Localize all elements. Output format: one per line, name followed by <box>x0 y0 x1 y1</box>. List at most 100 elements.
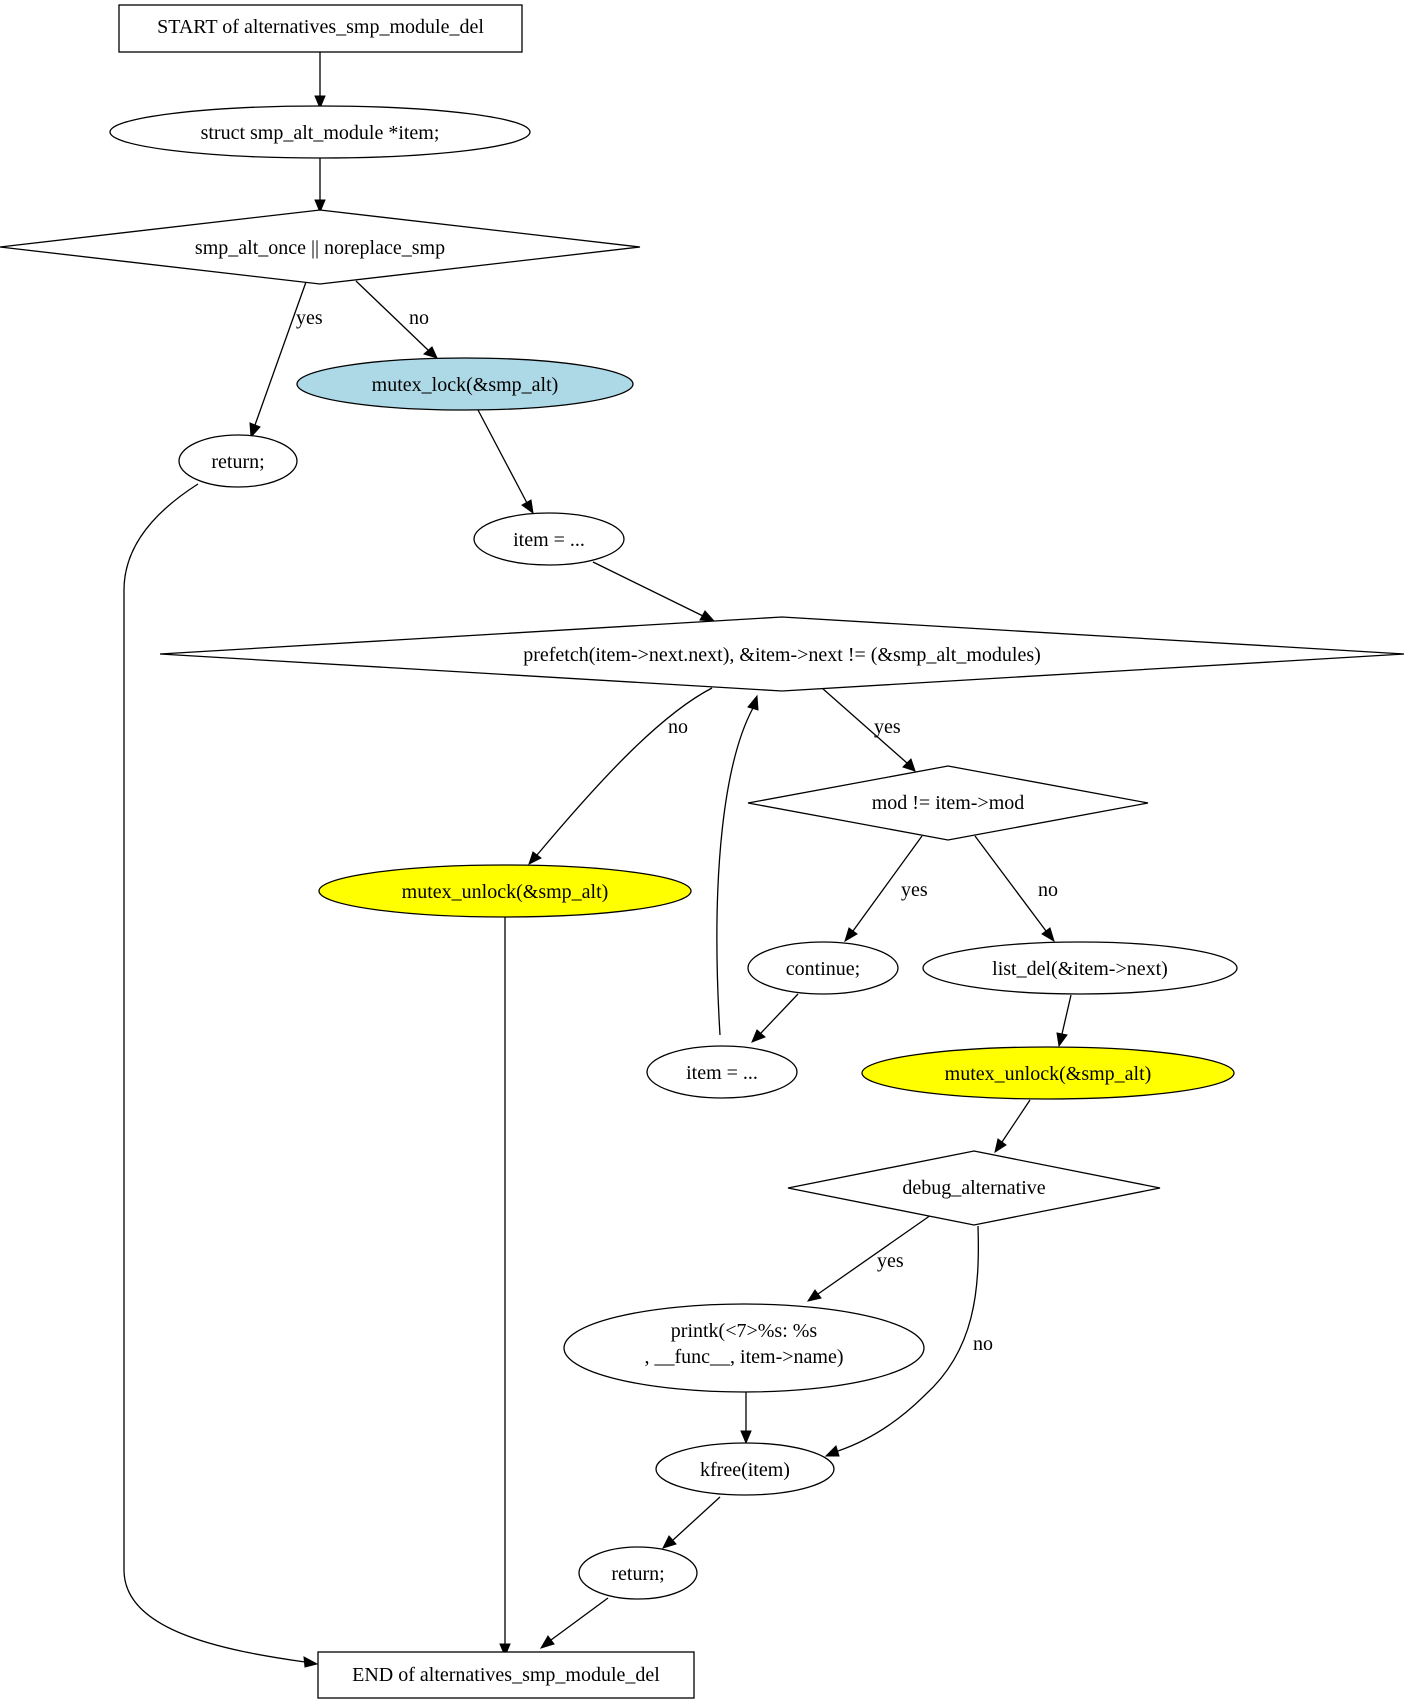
node-loop: prefetch(item->next.next), &item->next !… <box>159 616 1405 692</box>
node-loop-shape <box>159 616 1405 692</box>
node-unlock2-shape <box>861 1046 1235 1100</box>
node-cond2: mod != item->mod <box>747 765 1149 841</box>
edge-cond2-to-continue-arrow <box>844 927 858 943</box>
edge-loop-to-unlock1-arrow <box>528 851 542 865</box>
node-kfree-shape <box>655 1442 835 1496</box>
node-continue-label: continue; <box>786 958 860 980</box>
node-unlock1: mutex_unlock(&smp_alt) <box>318 864 692 918</box>
node-printk-label-line2: , __func__, item->name) <box>645 1346 844 1368</box>
node-continue: continue; <box>747 941 899 995</box>
edge-return2-to-end-arrow <box>539 1635 555 1649</box>
node-return2-shape <box>578 1546 698 1600</box>
edge-label-debug-yes: yes <box>877 1250 904 1272</box>
node-start-shape <box>118 4 523 53</box>
edge-incr-to-loop <box>716 707 754 1036</box>
edge-cond2-to-listdel <box>974 835 1047 932</box>
edge-kfree-to-return2-arrow <box>662 1535 677 1549</box>
node-incr: item = ... <box>646 1045 798 1099</box>
edge-label-debug-no: no <box>973 1333 993 1355</box>
node-return2: return; <box>578 1546 698 1600</box>
edge-label-cond2-no: no <box>1038 879 1058 901</box>
node-decl-shape <box>109 105 531 159</box>
node-return2-label: return; <box>611 1563 664 1585</box>
edge-label-loop-yes: yes <box>874 716 901 738</box>
node-listdel-label: list_del(&item->next) <box>992 958 1168 980</box>
edge-listdel-to-unlock2-arrow <box>1056 1032 1068 1048</box>
edge-continue-to-incr-arrow <box>751 1029 766 1043</box>
nodes: START of alternatives_smp_module_del str… <box>0 4 1405 1699</box>
node-continue-shape <box>747 941 899 995</box>
node-init: item = ... <box>473 512 625 566</box>
node-cond1-shape <box>0 209 641 285</box>
edge-init-to-loop <box>592 561 704 617</box>
edge-printk-to-kfree-arrow <box>740 1430 752 1445</box>
edge-label-loop-no: no <box>668 716 688 738</box>
node-debug-label: debug_alternative <box>902 1177 1045 1199</box>
node-incr-shape <box>646 1045 798 1099</box>
edge-debug-to-printk <box>817 1214 932 1295</box>
edge-cond1-to-lock-arrow <box>422 346 438 359</box>
node-cond1: smp_alt_once || noreplace_smp <box>0 209 641 285</box>
node-lock: mutex_lock(&smp_alt) <box>296 357 634 411</box>
edge-incr-to-loop-arrow <box>747 694 759 711</box>
node-kfree: kfree(item) <box>655 1442 835 1496</box>
node-start: START of alternatives_smp_module_del <box>118 4 523 53</box>
node-init-shape <box>473 512 625 566</box>
edge-return2-to-end <box>550 1597 609 1641</box>
edge-unlock1-to-end-arrow <box>499 1643 511 1658</box>
edges <box>123 52 1072 1668</box>
node-loop-label: prefetch(item->next.next), &item->next !… <box>523 644 1041 666</box>
node-end: END of alternatives_smp_module_del <box>317 1651 695 1699</box>
edge-decl-to-cond1-arrow <box>314 199 326 214</box>
node-listdel-shape <box>922 941 1238 995</box>
edge-label-cond2-yes: yes <box>901 879 928 901</box>
edge-loop-to-unlock1 <box>536 687 713 856</box>
edge-cond2-to-continue <box>852 835 923 932</box>
node-debug-shape <box>787 1150 1161 1226</box>
edge-label-cond1-yes: yes <box>296 307 323 329</box>
edge-cond1-to-return1 <box>254 281 307 426</box>
node-unlock1-label: mutex_unlock(&smp_alt) <box>402 881 609 903</box>
edge-debug-to-kfree <box>837 1225 979 1452</box>
edge-kfree-to-return2 <box>672 1496 721 1541</box>
edge-continue-to-incr <box>760 993 799 1034</box>
node-init-label: item = ... <box>513 529 585 551</box>
node-printk-shape <box>563 1303 925 1393</box>
edge-init-to-loop-arrow <box>699 610 716 622</box>
node-printk: printk(<7>%s: %s , __func__, item->name) <box>563 1303 925 1393</box>
edge-listdel-to-unlock2 <box>1061 994 1072 1035</box>
node-end-shape <box>317 1651 695 1699</box>
edge-cond2-to-listdel-arrow <box>1041 927 1055 943</box>
node-lock-shape <box>296 357 634 411</box>
edge-lock-to-init-arrow <box>521 499 534 515</box>
node-listdel: list_del(&item->next) <box>922 941 1238 995</box>
node-start-label: START of alternatives_smp_module_del <box>157 16 484 38</box>
node-debug: debug_alternative <box>787 1150 1161 1226</box>
node-unlock1-shape <box>318 864 692 918</box>
edge-loop-to-cond2-arrow <box>902 758 916 772</box>
edge-labels: yes no no yes yes no yes no <box>296 307 1058 1355</box>
node-decl-label: struct smp_alt_module *item; <box>201 122 440 144</box>
edge-debug-to-printk-arrow <box>806 1289 822 1302</box>
node-end-label: END of alternatives_smp_module_del <box>352 1664 660 1686</box>
edge-label-cond1-no: no <box>409 307 429 329</box>
edge-return1-to-end <box>123 483 306 1663</box>
edge-unlock2-to-debug <box>1001 1099 1031 1143</box>
node-return1: return; <box>178 434 298 488</box>
edge-lock-to-init <box>477 409 528 504</box>
node-cond2-label: mod != item->mod <box>872 792 1025 814</box>
node-return1-label: return; <box>211 451 264 473</box>
edge-debug-to-kfree-arrow <box>824 1445 840 1457</box>
edge-return1-to-end-arrow <box>303 1656 319 1668</box>
edge-loop-to-cond2 <box>821 687 908 764</box>
node-cond2-shape <box>747 765 1149 841</box>
edge-start-to-decl-arrow <box>314 95 326 110</box>
node-incr-label: item = ... <box>686 1062 758 1084</box>
edge-unlock2-to-debug-arrow <box>994 1138 1007 1154</box>
node-unlock2: mutex_unlock(&smp_alt) <box>861 1046 1235 1100</box>
node-decl: struct smp_alt_module *item; <box>109 105 531 159</box>
node-return1-shape <box>178 434 298 488</box>
node-printk-label-line1: printk(<7>%s: %s <box>671 1320 818 1342</box>
node-unlock2-label: mutex_unlock(&smp_alt) <box>945 1063 1152 1085</box>
